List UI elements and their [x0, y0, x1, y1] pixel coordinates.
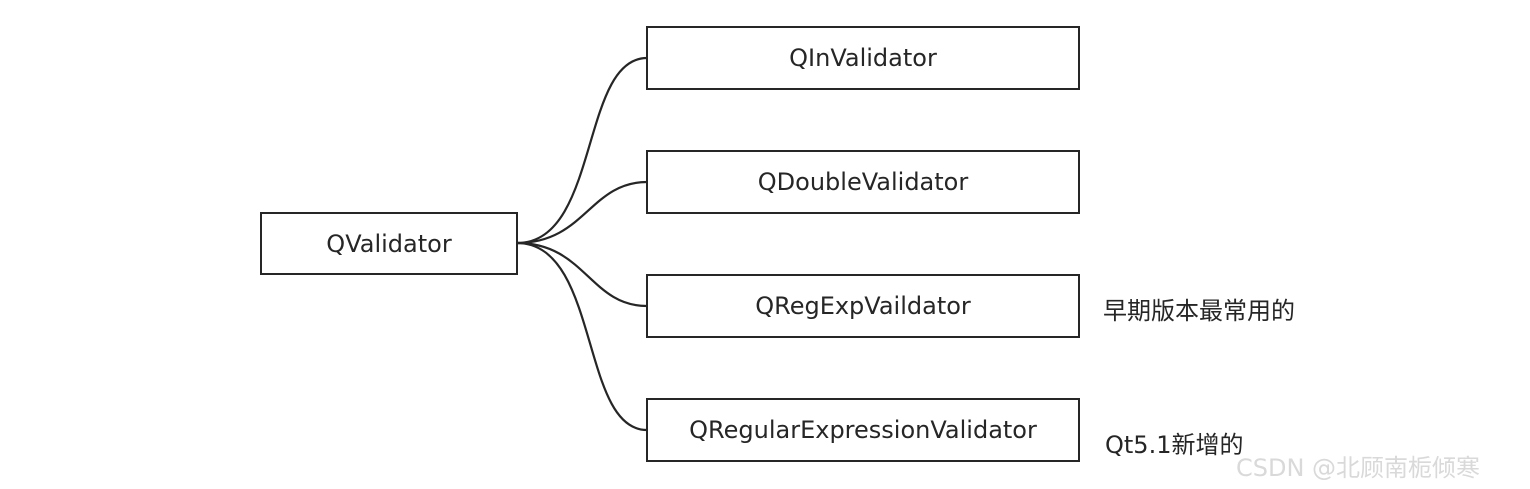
child-node-label: QInValidator — [789, 44, 937, 72]
child-node-qregularexpressionvalidator: QRegularExpressionValidator — [646, 398, 1080, 462]
note-qregularexpressionvalidator: Qt5.1新增的 — [1105, 431, 1244, 459]
child-node-qregexpvaildator: QRegExpVaildator — [646, 274, 1080, 338]
note-qregexpvaildator: 早期版本最常用的 — [1103, 297, 1295, 325]
child-node-label: QDoubleValidator — [757, 168, 969, 196]
root-node-label: QValidator — [326, 229, 452, 258]
child-node-label: QRegularExpressionValidator — [689, 416, 1037, 444]
root-node: QValidator — [260, 212, 518, 275]
child-node-qinvalidator: QInValidator — [646, 26, 1080, 90]
connector-root-to-child-2 — [516, 180, 648, 245]
watermark: CSDN @北顾南栀倾寒 — [1236, 454, 1481, 482]
connector-root-to-child-3 — [516, 241, 648, 308]
connector-root-to-child-1 — [516, 56, 648, 245]
connector-root-to-child-4 — [516, 241, 648, 432]
child-node-label: QRegExpVaildator — [755, 292, 971, 320]
child-node-qdoublevalidator: QDoubleValidator — [646, 150, 1080, 214]
